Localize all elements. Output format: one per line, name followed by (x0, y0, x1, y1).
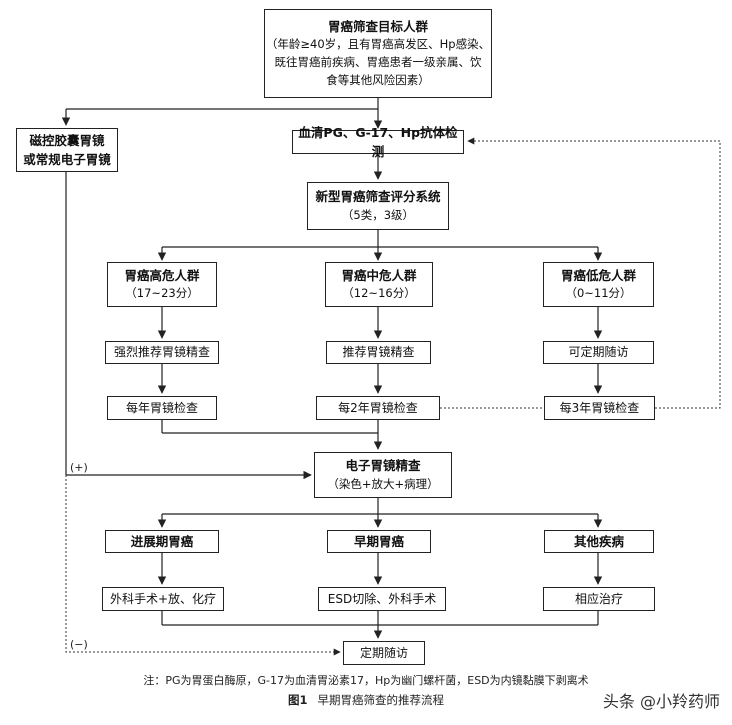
regular-followup-box: 可定期随访 (543, 341, 654, 364)
treatment-box: 相应治疗 (543, 587, 655, 611)
high-risk-box: 胃癌高危人群 （17~23分） (107, 262, 217, 307)
capsule-endoscopy-box: 磁控胶囊胃镜 或常规电子胃镜 (16, 128, 118, 172)
esd-surgery-box: ESD切除、外科手术 (318, 587, 446, 611)
mid-risk-score: （12~16分） (342, 286, 416, 301)
high-risk-score: （17~23分） (125, 286, 199, 301)
serum-test-box: 血清PG、G-17、Hp抗体检测 (292, 125, 464, 159)
electronic-endoscopy-box: 电子胃镜精查 （染色+放大+病理） (314, 452, 452, 498)
surgery-chemo-label: 外科手术+放、化疗 (109, 591, 217, 606)
low-risk-score: （0~11分） (565, 286, 632, 301)
low-risk-title: 胃癌低危人群 (560, 267, 636, 283)
early-cancer-label: 早期胃癌 (353, 533, 404, 549)
capsule-endoscopy-line1: 磁控胶囊胃镜 (29, 132, 105, 148)
feedback-loop-arrow (467, 137, 721, 409)
yearly-exam-box: 每年胃镜检查 (107, 396, 217, 420)
mid-risk-title: 胃癌中危人群 (341, 267, 417, 283)
strongly-recommend-box: 强烈推荐胃镜精查 (105, 341, 219, 364)
advanced-cancer-box: 进展期胃癌 (105, 530, 219, 553)
electronic-endoscopy-title: 电子胃镜精查 (345, 458, 421, 474)
recommend-box: 推荐胃镜精查 (326, 341, 431, 364)
negative-arrow (65, 475, 341, 656)
watermark: 头条 @小羚药师 (602, 692, 720, 711)
low-risk-box: 胃癌低危人群 （0~11分） (543, 262, 654, 307)
target-population-criteria-1: （年龄≥40岁，且有胃癌高发区、Hp感染、 (265, 37, 491, 52)
triennial-exam-box: 每3年胃镜检查 (544, 396, 655, 420)
footnote: 注：PG为胃蛋白酶原，G-17为血清胃泌素17，Hp为幽门螺杆菌，ESD为内镜黏… (143, 674, 589, 687)
serum-test-label: 血清PG、G-17、Hp抗体检测 (298, 124, 458, 159)
biennial-exam-box: 每2年胃镜检查 (316, 396, 440, 420)
figure-caption: 图1 早期胃癌筛查的推荐流程 (0, 692, 732, 708)
regular-followup-label: 可定期随访 (568, 345, 629, 360)
other-disease-box: 其他疾病 (544, 530, 654, 553)
target-population-title: 胃癌筛查目标人群 (327, 19, 428, 35)
target-population-box: 胃癌筛查目标人群 （年龄≥40岁，且有胃癌高发区、Hp感染、 既往胃癌前疾病、胃… (264, 9, 492, 98)
treatment-label: 相应治疗 (574, 591, 623, 606)
followup-box: 定期随访 (343, 641, 425, 665)
yearly-exam-label: 每年胃镜检查 (125, 400, 198, 415)
scoring-system-sub: （5类，3级） (341, 207, 415, 222)
strongly-recommend-label: 强烈推荐胃镜精查 (113, 345, 210, 360)
esd-surgery-label: ESD切除、外科手术 (327, 591, 437, 606)
scoring-system-title: 新型胃癌筛查评分系统 (315, 189, 441, 205)
recommend-label: 推荐胃镜精查 (342, 345, 415, 360)
electronic-endoscopy-sub: （染色+放大+病理） (327, 476, 439, 491)
target-population-criteria-2: 既往胃癌前疾病、胃癌患者一级亲属、饮 (274, 55, 482, 70)
triennial-exam-label: 每3年胃镜检查 (559, 400, 640, 415)
biennial-exam-label: 每2年胃镜检查 (338, 400, 418, 415)
figure-number: 图1 (287, 693, 308, 707)
negative-label: (−) (70, 638, 88, 651)
other-disease-label: 其他疾病 (573, 533, 624, 549)
early-cancer-box: 早期胃癌 (327, 530, 431, 553)
positive-label: (+) (70, 461, 88, 474)
mid-risk-box: 胃癌中危人群 （12~16分） (325, 262, 433, 307)
surgery-chemo-box: 外科手术+放、化疗 (102, 587, 224, 611)
advanced-cancer-label: 进展期胃癌 (130, 533, 194, 549)
figure-title: 早期胃癌筛查的推荐流程 (317, 693, 445, 707)
high-risk-title: 胃癌高危人群 (124, 267, 200, 283)
followup-label: 定期随访 (359, 645, 408, 660)
capsule-endoscopy-line2: 或常规电子胃镜 (23, 152, 111, 167)
target-population-criteria-3: 食等其他风险因素） (326, 73, 430, 88)
scoring-system-box: 新型胃癌筛查评分系统 （5类，3级） (307, 182, 449, 230)
